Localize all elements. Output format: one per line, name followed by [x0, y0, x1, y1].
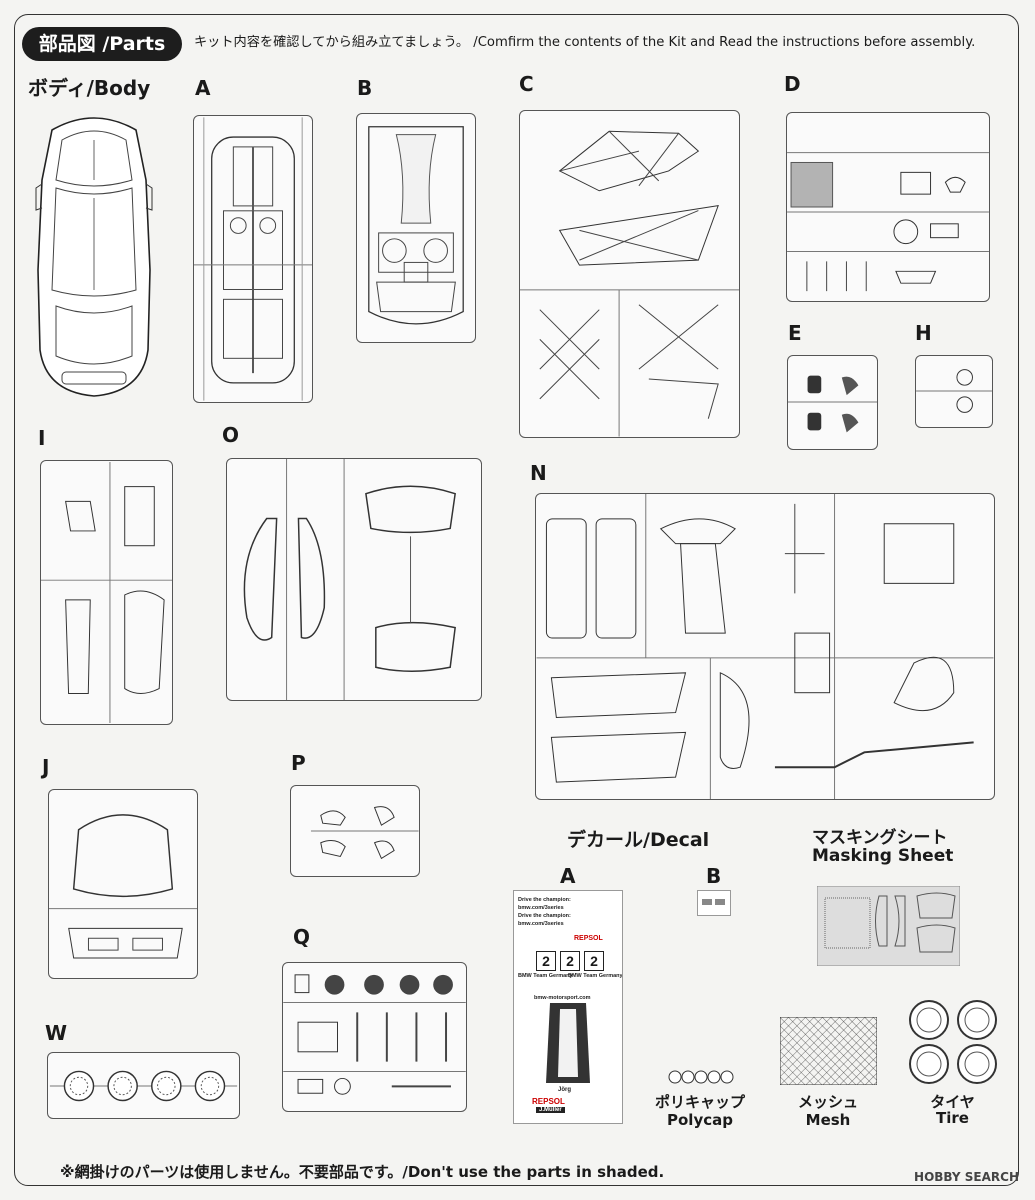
label-w: W [45, 1021, 68, 1045]
polycap-drawing [668, 1070, 734, 1084]
body-shell-drawing [35, 117, 153, 397]
decal-line-4: bmw.com/3series [518, 921, 564, 927]
decal-site: bmw-motorsport.com [534, 995, 591, 1001]
polycap-label-en: Polycap [667, 1111, 733, 1129]
tire-label-jp: タイヤ [930, 1093, 975, 1111]
parts-badge: 部品図 /Parts [22, 27, 182, 61]
decal-a-label: A [560, 864, 576, 888]
sprue-b [356, 113, 476, 343]
tire-label-en: Tire [936, 1109, 969, 1127]
mesh-drawing [780, 1017, 877, 1085]
label-q: Q [293, 925, 311, 949]
sprue-a [193, 115, 313, 403]
label-e: E [788, 321, 802, 345]
decal-number-3: 2 [584, 951, 604, 971]
decal-brand-top: REPSOL [574, 935, 603, 942]
header-note: キット内容を確認してから組み立てましょう。 /Comfirm the conte… [194, 35, 976, 50]
polycap-label-jp: ポリキャップ [654, 1093, 745, 1111]
decal-team-1: BMW Team Germany [518, 973, 573, 979]
mesh-label-en: Mesh [805, 1111, 851, 1129]
masking-title-jp: マスキングシート [812, 828, 948, 848]
masking-sheet [817, 886, 960, 966]
label-a: A [195, 76, 211, 100]
decal-b-label: B [706, 864, 722, 888]
label-b: B [357, 76, 373, 100]
label-j: J [42, 755, 50, 779]
decal-line-3: Drive the champion: [518, 913, 571, 919]
decal-line-1: Drive the champion: [518, 897, 571, 903]
decal-number-2: 2 [560, 951, 580, 971]
decal-sheet-b [697, 890, 731, 916]
sprue-h [915, 355, 993, 428]
decal-roof-stripe [546, 1003, 590, 1083]
label-n: N [530, 461, 547, 485]
mesh-label-jp: メッシュ [797, 1093, 858, 1111]
label-i: I [38, 426, 46, 450]
tire-drawing [909, 1000, 997, 1084]
label-p: P [291, 751, 306, 775]
sprue-w [47, 1052, 240, 1119]
decal-sheet-a: Drive the champion: bmw.com/3series Driv… [513, 890, 623, 1124]
label-c: C [519, 72, 534, 96]
unused-parts-note: ※網掛けのパーツは使用しません。不要部品です。/Don't use the pa… [60, 1163, 665, 1181]
sprue-c [519, 110, 740, 438]
decal-number-1: 2 [536, 951, 556, 971]
sprue-d [786, 112, 990, 302]
page-frame [14, 14, 1019, 1186]
decal-driver-1: Jörg [558, 1087, 572, 1093]
decal-team-2: BMW Team Germany [568, 973, 623, 979]
label-h: H [915, 321, 932, 345]
label-body: ボディ/Body [28, 76, 151, 100]
decal-line-2: bmw.com/3series [518, 905, 564, 911]
sprue-e [787, 355, 878, 450]
label-d: D [784, 72, 801, 96]
decal-driver-2: J.Müller [536, 1107, 565, 1113]
sprue-o [226, 458, 482, 701]
decal-brand-bottom: REPSOL [532, 1097, 565, 1106]
sprue-q [282, 962, 467, 1112]
decal-title: デカール/Decal [567, 829, 710, 851]
sprue-p [290, 785, 420, 877]
sprue-j [48, 789, 198, 979]
masking-title-en: Masking Sheet [812, 846, 954, 866]
watermark: HOBBY SEARCH [914, 1170, 1019, 1184]
sprue-n [535, 493, 995, 800]
sprue-i [40, 460, 173, 725]
label-o: O [222, 423, 240, 447]
